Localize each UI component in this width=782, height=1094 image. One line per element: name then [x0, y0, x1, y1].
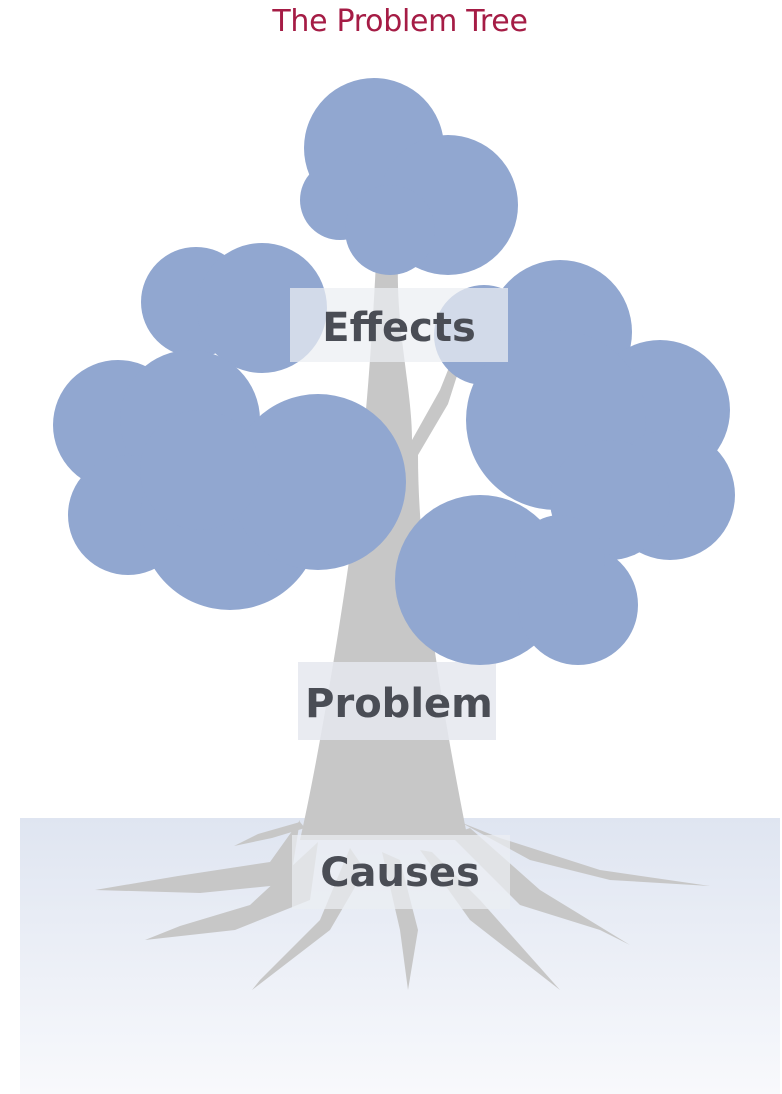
problem-label-box [298, 662, 496, 740]
foliage-right [395, 260, 735, 665]
foliage-top [300, 78, 518, 275]
diagram-title: The Problem Tree [272, 4, 528, 39]
causes-label-box [292, 835, 510, 909]
causes-label: Causes [320, 850, 480, 896]
effects-label-box [290, 288, 508, 362]
problem-label: Problem [305, 681, 493, 727]
effects-label: Effects [322, 305, 476, 351]
